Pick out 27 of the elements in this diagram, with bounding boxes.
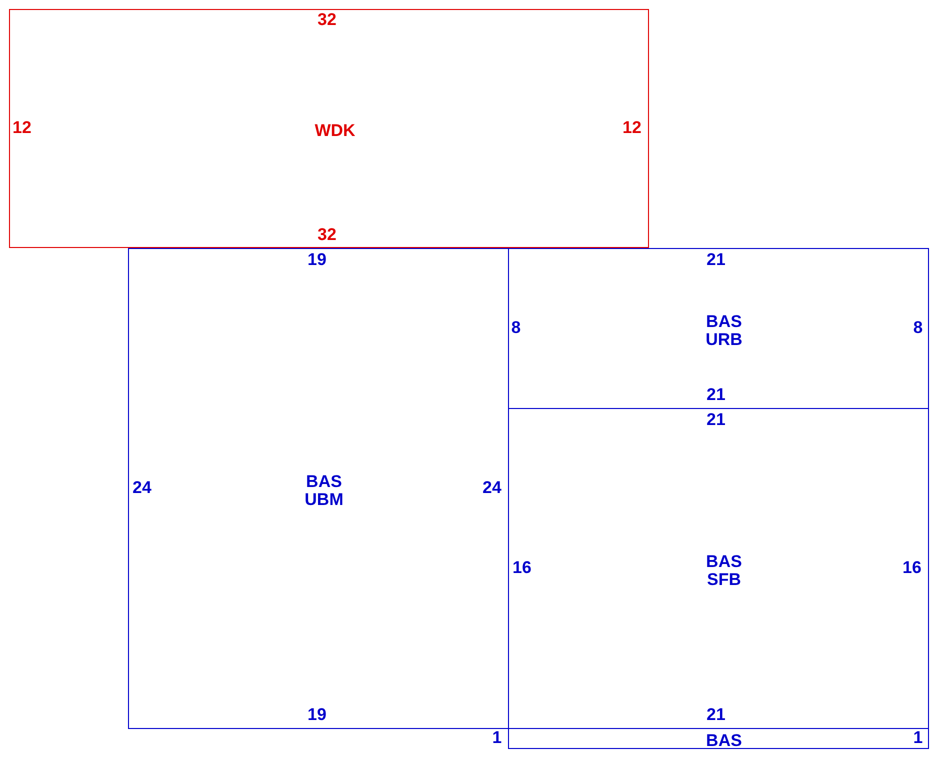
dimension-label: 21 [706, 411, 726, 429]
area-code: BAS URB [704, 313, 744, 349]
dimension-label: 32 [318, 226, 336, 244]
dimension-label: 1 [913, 729, 923, 747]
area-code: BAS SFB [705, 553, 743, 589]
area-outline [508, 728, 929, 749]
dimension-label: 8 [913, 319, 923, 337]
dimension-label: 12 [622, 119, 642, 137]
dimension-label: 19 [308, 251, 326, 269]
area-code: BAS [706, 732, 742, 750]
dimension-label: 24 [132, 479, 152, 497]
dimension-label: 21 [706, 251, 726, 269]
area-outline [128, 248, 509, 729]
dimension-label: 21 [706, 706, 726, 724]
dimension-label: 1 [492, 729, 502, 747]
dimension-label: 21 [706, 386, 726, 404]
area-outline [508, 248, 929, 409]
dimension-label: 24 [482, 479, 502, 497]
dimension-label: 16 [902, 559, 922, 577]
dimension-label: 19 [308, 706, 326, 724]
dimension-label: 12 [12, 119, 32, 137]
area-code: BAS UBM [304, 473, 344, 509]
dimension-label: 32 [318, 11, 336, 29]
dimension-label: 16 [512, 559, 532, 577]
area-outline [9, 9, 649, 248]
area-code: WDK [314, 122, 356, 140]
dimension-label: 8 [511, 319, 521, 337]
